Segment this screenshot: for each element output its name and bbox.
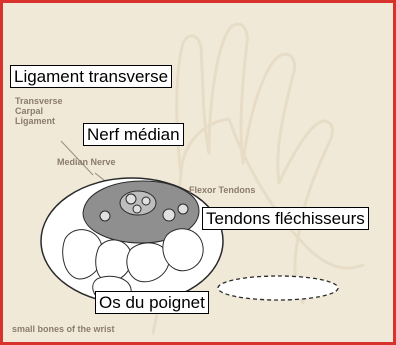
ligament-translation-box: Ligament transverse xyxy=(10,65,172,88)
wrist-band-ellipse xyxy=(218,276,338,300)
nerve-translation-box: Nerf médian xyxy=(83,123,184,146)
nerve-label-original: Median Nerve xyxy=(57,157,116,167)
tendons-translation-box: Tendons fléchisseurs xyxy=(202,207,369,230)
ring-finger xyxy=(243,54,295,183)
middle-finger xyxy=(209,24,247,163)
tendons-label-original: Flexor Tendons xyxy=(189,185,255,195)
tendon-circle xyxy=(126,194,136,204)
ligament-label-line: Transverse xyxy=(15,96,63,106)
bones-translation-box: Os du poignet xyxy=(95,291,209,314)
ligament-label-original: Transverse Carpal Ligament xyxy=(15,96,63,126)
ligament-label-line: Ligament xyxy=(15,116,63,126)
tendon-circle xyxy=(133,205,141,213)
index-finger xyxy=(177,36,209,175)
bones-label-original: small bones of the wrist xyxy=(12,324,115,334)
ligament-label-line: Carpal xyxy=(15,106,63,116)
tendon-circle xyxy=(178,204,188,214)
carpal-bone xyxy=(163,229,203,271)
tendon-circle xyxy=(142,197,150,205)
tendon-circle xyxy=(163,209,175,221)
tendon-circle xyxy=(100,211,110,221)
